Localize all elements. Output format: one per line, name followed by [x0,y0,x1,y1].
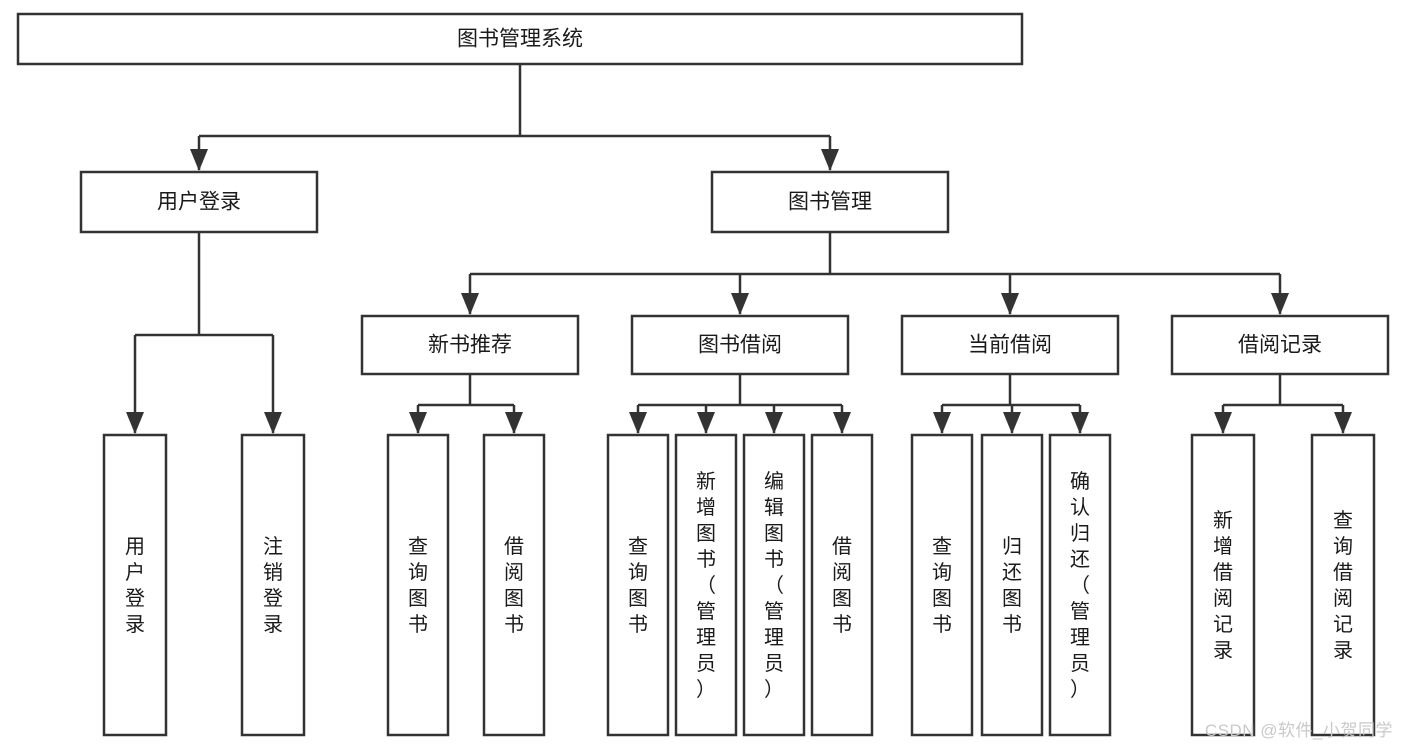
node-leaf-新增借阅记录-3-0-box[interactable] [1190,433,1256,737]
node-l2-当前借阅-label: 当前借阅 [968,334,1052,357]
node-l1-用户登录[interactable]: 用户登录 [79,170,319,234]
node-leaf-用户登录-login-0-box[interactable] [102,433,168,737]
node-leaf-归还图书-2-1[interactable]: 归还图书 [980,433,1044,737]
arrow-head-icon-l1-0 [190,149,208,171]
node-leaf-归还图书-2-1-box[interactable] [980,433,1044,737]
node-leaf-查询借阅记录-3-1-box[interactable] [1310,433,1376,737]
node-leaf-查询图书-1-0-box[interactable] [606,433,670,737]
node-leaf-新增图书管理员-1-1-box[interactable] [674,433,738,737]
node-leaf-确认归还管理员-2-2-label: 确认归还（管理员） [1070,470,1090,701]
node-l1-图书管理[interactable]: 图书管理 [710,170,950,234]
node-leaf-新增借阅记录-3-0-label: 新增借阅记录 [1213,509,1233,662]
arrow-head-icon-图书借阅-2 [765,412,783,434]
node-leaf-新增图书管理员-1-1-label: 新增图书（管理员） [696,470,716,701]
node-leaf-查询借阅记录-3-1-label: 查询借阅记录 [1333,509,1353,662]
node-leaf-编辑图书管理员-1-2-label: 编辑图书（管理员） [764,470,784,701]
arrow-head-icon-图书借阅-1 [697,412,715,434]
node-l2-当前借阅-box[interactable] [900,314,1120,376]
node-l2-新书推荐[interactable]: 新书推荐 [360,314,580,376]
node-l1-用户登录-label: 用户登录 [157,191,241,214]
node-l1-图书管理-box[interactable] [710,170,950,234]
arrow-head-icon-l2-1 [731,293,749,315]
node-l2-图书借阅-label: 图书借阅 [698,334,782,357]
node-leaf-归还图书-2-1-label: 归还图书 [1002,535,1022,636]
node-leaf-查询图书-2-0[interactable]: 查询图书 [910,433,974,737]
node-leaf-编辑图书管理员-1-2[interactable]: 编辑图书（管理员） [742,433,806,737]
arrow-head-icon-l2-3 [1271,293,1289,315]
arrow-head-icon-借阅记录-1 [1334,412,1352,434]
arrow-head-icon-当前借阅-1 [1003,412,1021,434]
node-leaf-新增图书管理员-1-1[interactable]: 新增图书（管理员） [674,433,738,737]
node-leaf-借阅图书-1-3-box[interactable] [810,433,874,737]
arrow-head-icon-借阅记录-0 [1214,412,1232,434]
node-leaf-查询图书-0-0-label: 查询图书 [408,535,428,636]
node-l2-借阅记录[interactable]: 借阅记录 [1170,314,1390,376]
arrow-head-icon-当前借阅-0 [933,412,951,434]
arrow-head-icon-图书借阅-0 [629,412,647,434]
node-leaf-确认归还管理员-2-2-box[interactable] [1048,433,1112,737]
node-leaf-查询图书-1-0[interactable]: 查询图书 [606,433,670,737]
node-l2-借阅记录-box[interactable] [1170,314,1390,376]
node-leaf-借阅图书-0-1-box[interactable] [482,433,546,737]
node-leaf-借阅图书-0-1[interactable]: 借阅图书 [482,433,546,737]
node-l2-新书推荐-box[interactable] [360,314,580,376]
node-leaf-新增借阅记录-3-0[interactable]: 新增借阅记录 [1190,433,1256,737]
node-l2-图书借阅-box[interactable] [630,314,850,376]
node-leaf-查询图书-2-0-box[interactable] [910,433,974,737]
arrow-head-icon-l2-0 [461,293,479,315]
connector-layer [126,64,1352,434]
arrow-head-icon-l1-1 [821,149,839,171]
node-leaf-查询图书-0-0[interactable]: 查询图书 [386,433,450,737]
node-l2-当前借阅[interactable]: 当前借阅 [900,314,1120,376]
arrow-head-icon-login-1 [264,412,282,434]
node-leaf-查询借阅记录-3-1[interactable]: 查询借阅记录 [1310,433,1376,737]
node-leaf-注销登录-login-1-label: 注销登录 [263,535,283,636]
node-leaf-查询图书-2-0-label: 查询图书 [932,535,952,636]
node-leaf-用户登录-login-0-label: 用户登录 [125,536,145,636]
node-l2-借阅记录-label: 借阅记录 [1238,334,1322,357]
node-l1-用户登录-box[interactable] [79,170,319,234]
node-leaf-借阅图书-0-1-label: 借阅图书 [504,535,524,636]
arrow-head-icon-新书推荐-0 [409,412,427,434]
arrow-head-icon-当前借阅-2 [1071,412,1089,434]
node-l1-图书管理-label: 图书管理 [788,191,872,214]
node-root-图书管理系统[interactable]: 图书管理系统 [16,12,1024,66]
node-leaf-借阅图书-1-3[interactable]: 借阅图书 [810,433,874,737]
node-leaf-查询图书-0-0-box[interactable] [386,433,450,737]
node-leaf-注销登录-login-1[interactable]: 注销登录 [240,433,306,737]
node-root-图书管理系统-label: 图书管理系统 [457,28,583,51]
arrow-head-icon-l2-2 [1001,293,1019,315]
arrow-head-icon-图书借阅-3 [833,412,851,434]
node-l2-图书借阅[interactable]: 图书借阅 [630,314,850,376]
node-leaf-注销登录-login-1-box[interactable] [240,433,306,737]
node-leaf-用户登录-login-0[interactable]: 用户登录 [102,433,168,737]
arrow-head-icon-login-0 [126,412,144,434]
node-layer: 图书管理系统用户登录图书管理用户登录注销登录新书推荐查询图书借阅图书图书借阅查询… [16,12,1390,737]
node-root-图书管理系统-box[interactable] [16,12,1024,66]
node-leaf-编辑图书管理员-1-2-box[interactable] [742,433,806,737]
node-leaf-查询图书-1-0-label: 查询图书 [628,535,648,636]
node-leaf-借阅图书-1-3-label: 借阅图书 [832,535,852,636]
arrow-head-icon-新书推荐-1 [505,412,523,434]
node-l2-新书推荐-label: 新书推荐 [428,334,512,357]
node-leaf-确认归还管理员-2-2[interactable]: 确认归还（管理员） [1048,433,1112,737]
